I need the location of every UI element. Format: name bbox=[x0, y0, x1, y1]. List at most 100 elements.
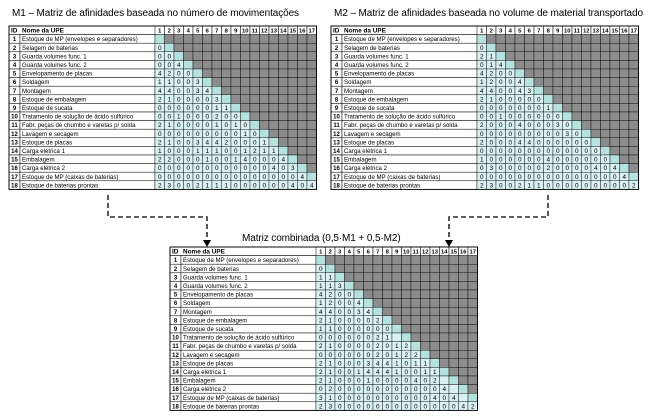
matrix-value: 0 bbox=[395, 395, 399, 402]
matrix-value: 0 bbox=[196, 105, 200, 112]
matrix-value: 4 bbox=[385, 369, 389, 376]
matrix-value: 0 bbox=[243, 174, 247, 181]
column-header: 6 bbox=[367, 250, 371, 256]
matrix-value: 0 bbox=[499, 88, 503, 95]
row-name: Estoque de sucata bbox=[183, 326, 234, 333]
row-id: 3 bbox=[13, 54, 17, 60]
row-id: 2 bbox=[174, 267, 178, 273]
column-header: 15 bbox=[290, 29, 297, 35]
row-name: Carga elétrica 2 bbox=[183, 386, 227, 393]
column-header: 13 bbox=[593, 29, 600, 35]
matrix-value: 0 bbox=[452, 403, 456, 410]
row-id: 2 bbox=[13, 46, 17, 52]
matrix-value: 0 bbox=[347, 326, 351, 333]
matrix-value: 3 bbox=[328, 403, 332, 410]
matrix-value: 0 bbox=[366, 317, 370, 324]
row-id: 18 bbox=[333, 183, 340, 189]
matrix-value: 0 bbox=[423, 403, 427, 410]
matrix-value: 1 bbox=[272, 148, 276, 155]
row-name: Soldagem bbox=[344, 79, 371, 86]
matrix-value: 0 bbox=[376, 395, 380, 402]
matrix-value: 0 bbox=[186, 79, 190, 86]
matrix-value: 0 bbox=[565, 174, 569, 181]
matrix-frame bbox=[8, 25, 317, 190]
header-id: ID bbox=[11, 28, 18, 35]
matrix-value: 0 bbox=[499, 96, 503, 103]
matrix-value: 0 bbox=[537, 114, 541, 121]
matrix-value: 0 bbox=[508, 182, 512, 189]
matrix-value: 0 bbox=[518, 96, 522, 103]
matrix-value: 0 bbox=[205, 105, 209, 112]
column-header: 2 bbox=[329, 250, 332, 256]
matrix-value: 0 bbox=[253, 139, 257, 146]
matrix-value: 2 bbox=[328, 300, 332, 307]
matrix-value: 2 bbox=[319, 378, 323, 385]
matrix-value: 3 bbox=[527, 88, 531, 95]
matrix-value: 1 bbox=[262, 148, 266, 155]
header-name: Nome da UPE bbox=[344, 28, 387, 35]
matrix-value: 0 bbox=[177, 174, 181, 181]
column-header: 14 bbox=[602, 29, 609, 35]
matrix-value: 4 bbox=[376, 369, 380, 376]
m1-title: M1 – Matriz de afinidades baseada no núm… bbox=[12, 8, 299, 19]
row-name: Estoque de placas bbox=[344, 139, 394, 146]
row-name: Tratamento de solução de ácido sulfúrico bbox=[344, 114, 456, 121]
matrix-value: 0 bbox=[347, 300, 351, 307]
matrix-value: 0 bbox=[556, 139, 560, 146]
matrix-value: 1 bbox=[167, 79, 171, 86]
row-id: 17 bbox=[172, 396, 179, 402]
matrix-value: 2 bbox=[224, 139, 228, 146]
matrix-value: 4 bbox=[414, 378, 418, 385]
matrix-value: 0 bbox=[196, 165, 200, 172]
header-name: Nome da UPE bbox=[22, 28, 65, 35]
matrix-value: 0 bbox=[480, 114, 484, 121]
column-header: 8 bbox=[386, 250, 390, 256]
matrix-value: 1 bbox=[499, 114, 503, 121]
matrix-value: 0 bbox=[347, 386, 351, 393]
matrix-value: 0 bbox=[253, 157, 257, 164]
matrix-value: 4 bbox=[158, 88, 162, 95]
column-header: 6 bbox=[528, 29, 532, 35]
row-id: 12 bbox=[172, 353, 179, 359]
matrix-value: 0 bbox=[366, 343, 370, 350]
matrix-value: 0 bbox=[480, 165, 484, 172]
matrix-value: 0 bbox=[357, 360, 361, 367]
column-header: 3 bbox=[177, 29, 181, 35]
matrix-value: 4 bbox=[300, 174, 304, 181]
matrix-value: 0 bbox=[262, 157, 266, 164]
row-id: 11 bbox=[172, 344, 179, 350]
matrix-value: 0 bbox=[565, 122, 569, 129]
matrix-value: 3 bbox=[565, 131, 569, 138]
matrix-value: 2 bbox=[215, 114, 219, 121]
column-header: 11 bbox=[413, 250, 420, 256]
matrix-value: 0 bbox=[518, 157, 522, 164]
row-id: 16 bbox=[11, 166, 18, 172]
matrix-value: 0 bbox=[385, 378, 389, 385]
matrix-value: 0 bbox=[205, 114, 209, 121]
matrix-value: 0 bbox=[338, 335, 342, 342]
row-name: Estoque de baterias prontas bbox=[344, 182, 420, 189]
row-name: Estoque de placas bbox=[183, 360, 233, 367]
matrix-value: 0 bbox=[414, 386, 418, 393]
matrix-value: 0 bbox=[499, 131, 503, 138]
matrix-value: 0 bbox=[508, 157, 512, 164]
matrix-value: 0 bbox=[158, 53, 162, 60]
matrix-value: 0 bbox=[319, 352, 323, 359]
matrix-value: 0 bbox=[167, 62, 171, 69]
row-name: Estoque de embalagem bbox=[344, 96, 408, 103]
matrix-value: 0 bbox=[489, 114, 493, 121]
matrix-value: 0 bbox=[338, 326, 342, 333]
row-name: Embalagem bbox=[344, 157, 377, 164]
matrix-value: 0 bbox=[272, 182, 276, 189]
matrix-value: 0 bbox=[508, 105, 512, 112]
matrix-value: 0 bbox=[291, 174, 295, 181]
matrix-value: 0 bbox=[565, 182, 569, 189]
matrix-value: 0 bbox=[167, 165, 171, 172]
matrix-value: 0 bbox=[527, 96, 531, 103]
matrix-value: 0 bbox=[584, 174, 588, 181]
header-id: ID bbox=[333, 28, 340, 35]
matrix-value: 0 bbox=[262, 165, 266, 172]
matrix-value: 0 bbox=[584, 182, 588, 189]
matrix-value: 3 bbox=[319, 395, 323, 402]
